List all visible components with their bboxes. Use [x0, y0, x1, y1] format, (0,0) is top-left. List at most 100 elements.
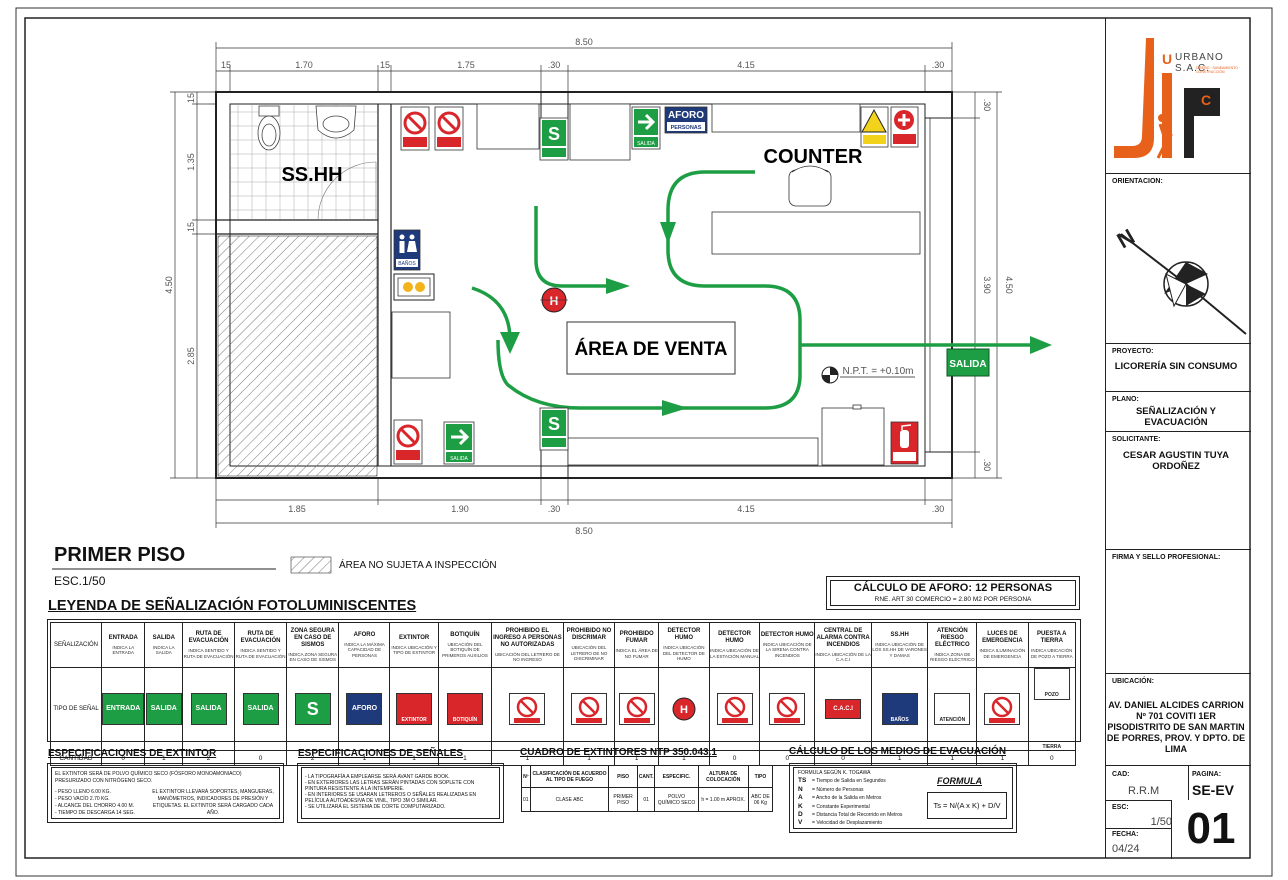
legend-count: 2	[286, 750, 340, 766]
legend-signal-name: ENTRADA	[108, 634, 138, 641]
dim-bottom-4: 4.15	[737, 504, 755, 514]
legend-signal-name: LUCES DE EMERGENCIA	[982, 631, 1023, 644]
legend-sign-icon: SALIDA	[190, 693, 227, 725]
dimensions-top	[215, 42, 953, 92]
room-label-sshh: SS.HH	[281, 164, 342, 186]
spec-extintor-note: EL EXTINTOR LLEVARÁ SOPORTES, MANGUERAS,…	[152, 789, 274, 816]
legend-count: 0	[1027, 750, 1076, 766]
calculo-variable: K= Constante Experimental	[798, 802, 870, 810]
legend-sign-icon	[769, 692, 806, 725]
calculo-variable-desc: Velocidad de Desplazamiento	[816, 820, 883, 827]
scale-label: ESC:	[1112, 804, 1129, 811]
legend-sign-cell: SALIDA	[234, 667, 288, 751]
legend-sign-cell	[562, 667, 616, 751]
aforo-sign-sub: PERSONAS	[671, 125, 702, 131]
legend-sign-cell: BAÑOS	[870, 667, 929, 751]
room-label-sales: ÁREA DE VENTA	[574, 338, 727, 360]
calculo-variable-desc: Ancho de la Salida en Metros	[816, 795, 882, 802]
legend-sign-cell	[759, 667, 816, 751]
legend-count: 2	[182, 750, 236, 766]
safe-zone-sign-icon-bottom: S	[539, 407, 569, 451]
legend-sign-cell: AFORO	[338, 667, 391, 751]
legend-title: LEYENDA DE SEÑALIZACIÓN FOTOLUMINISCENTE…	[48, 598, 417, 614]
cuadro-header: Nº	[521, 765, 531, 788]
dim-left-4: 2.85	[186, 347, 196, 365]
cuadro-cell: PRIMER PISO	[608, 787, 638, 812]
safe-zone-letter: S	[548, 124, 560, 144]
aforo-box: CÁLCULO DE AFORO: 12 PERSONAS RNE. ART 3…	[826, 576, 1080, 610]
restroom-sign-icon: BAÑOS	[393, 229, 421, 271]
dim-left-total: 4.50	[164, 276, 174, 294]
logo-graphic: C U	[1114, 38, 1220, 159]
dim-right-total: 4.50	[1004, 276, 1014, 294]
dim-top-4: 1.75	[457, 60, 475, 70]
legend-row-header-type: TIPO DE SEÑAL	[50, 667, 102, 751]
sshh-door-swing	[317, 161, 377, 221]
exit-sign-label: SALIDA	[949, 359, 986, 370]
calculo-variable-desc: Constante Experimental	[816, 803, 870, 810]
project-name: LICORERÍA SIN CONSUMO	[1114, 361, 1238, 372]
no-entry-sign-icon	[400, 106, 430, 151]
legend-sign-icon: BOTIQUÍN	[446, 693, 483, 725]
cad-value: R.R.M	[1128, 785, 1160, 797]
fire-extinguisher-sign-icon	[890, 421, 919, 465]
spec-extintor-item: - ALCANCE DEL CHORRO 4.00 M.	[55, 803, 135, 809]
spec-extintor-item: - PESO LLENO 6.00 KG.	[55, 789, 111, 795]
legend-signal-desc: INDICA ILUMINACIÓN DE EMERGENCIA	[979, 648, 1026, 659]
legend-column-header: LUCES DE EMERGENCIA INDICA ILUMINACIÓN DE…	[976, 622, 1029, 668]
dim-left-2: 1.35	[186, 153, 196, 171]
formula-text: Ts = N/(A x K) + D/V	[933, 801, 1001, 810]
legend-sign-icon	[509, 692, 546, 725]
legend-signal-desc: INDICA LA SALIDA	[152, 644, 175, 656]
legend-sign-cell: SALIDA	[144, 667, 184, 751]
cuadro-header: PISO	[608, 765, 638, 788]
svg-text:U: U	[1162, 51, 1172, 67]
legend-signal-desc: INDICA UBICACIÓN DEL DETECTOR DE HUMO	[662, 645, 705, 662]
plan-name: SEÑALIZACIÓN Y EVACUACIÓN	[1135, 406, 1217, 428]
legend-count: 1	[437, 750, 493, 766]
legend-sign-cell: H	[658, 667, 710, 751]
calculo-variable-key: V	[798, 819, 803, 827]
dim-top-5: .30	[548, 60, 561, 70]
company-subtitle: DISEÑO · SANEAMIENTO · CONSTRUCCIÓN	[1196, 66, 1241, 74]
legend-signal-name: PUESTA A TIERRA	[1037, 631, 1067, 644]
legend-sign-cell: C.A.C.I	[814, 667, 872, 751]
plan-label: PLANO:	[1112, 396, 1139, 403]
signature-label: FIRMA Y SELLO PROFESIONAL:	[1112, 554, 1221, 561]
plan-scale: ESC.1/50	[54, 574, 106, 588]
spec-senales-box: - LA TIPOGRAFÍA A EMPLEARSE SERÁ AVANT G…	[297, 763, 504, 823]
legend-signal-desc: INDICA LA MÁXIMA CAPACIDAD DE PERSONAS	[344, 641, 385, 658]
legend-sign-icon: BAÑOS	[881, 693, 918, 725]
legend-row-header-signal: SEÑALIZACIÓN	[50, 622, 102, 668]
calculo-variable: V= Velocidad de Desplazamiento	[798, 819, 883, 827]
emergency-light-icon	[393, 273, 435, 301]
legend-sign-icon: C.A.C.I	[825, 699, 862, 719]
sheet-number: 01	[1186, 804, 1236, 853]
legend-signal-name: DETECTOR HUMO	[718, 631, 751, 644]
company-logo: C U URBANO S.A.C. DISEÑO · SANEAMIENTO ·…	[1106, 18, 1251, 173]
orientation-section: ORIENTACION: N	[1106, 173, 1251, 344]
cuadro-header: ESPECIFIC.	[654, 765, 699, 788]
first-aid-sign-icon	[890, 106, 919, 148]
cuadro-cell: 01	[636, 787, 656, 812]
scale-value: 1/50	[1150, 816, 1172, 828]
hatch-legend-swatch	[290, 556, 332, 574]
legend-signal-name: DETECTOR HUMO	[667, 628, 701, 642]
legend-signal-name: SS.HH	[890, 631, 909, 638]
legend-sign-icon: EXTINTOR	[396, 693, 433, 725]
hatch-legend-label: ÁREA NO SUJETA A INSPECCIÓN	[339, 560, 497, 571]
project-section: PROYECTO: LICORERÍA SIN CONSUMO	[1106, 343, 1251, 392]
dim-bottom-1: 1.85	[288, 504, 306, 514]
spec-senales-item: - SE UTILIZARÁ EL SISTEMA DE CORTE COMPU…	[305, 804, 446, 810]
dimensions-left	[170, 91, 216, 479]
legend-signal-desc: INDICA UBICACIÓN DE LA SIRENA CONTRA INC…	[762, 641, 812, 658]
cuadro-header: TIPO	[747, 765, 774, 788]
company-name: URBANO S.A.C.	[1175, 52, 1224, 74]
legend-sign-cell: SALIDA	[182, 667, 236, 751]
legend-count: 1	[976, 750, 1029, 766]
